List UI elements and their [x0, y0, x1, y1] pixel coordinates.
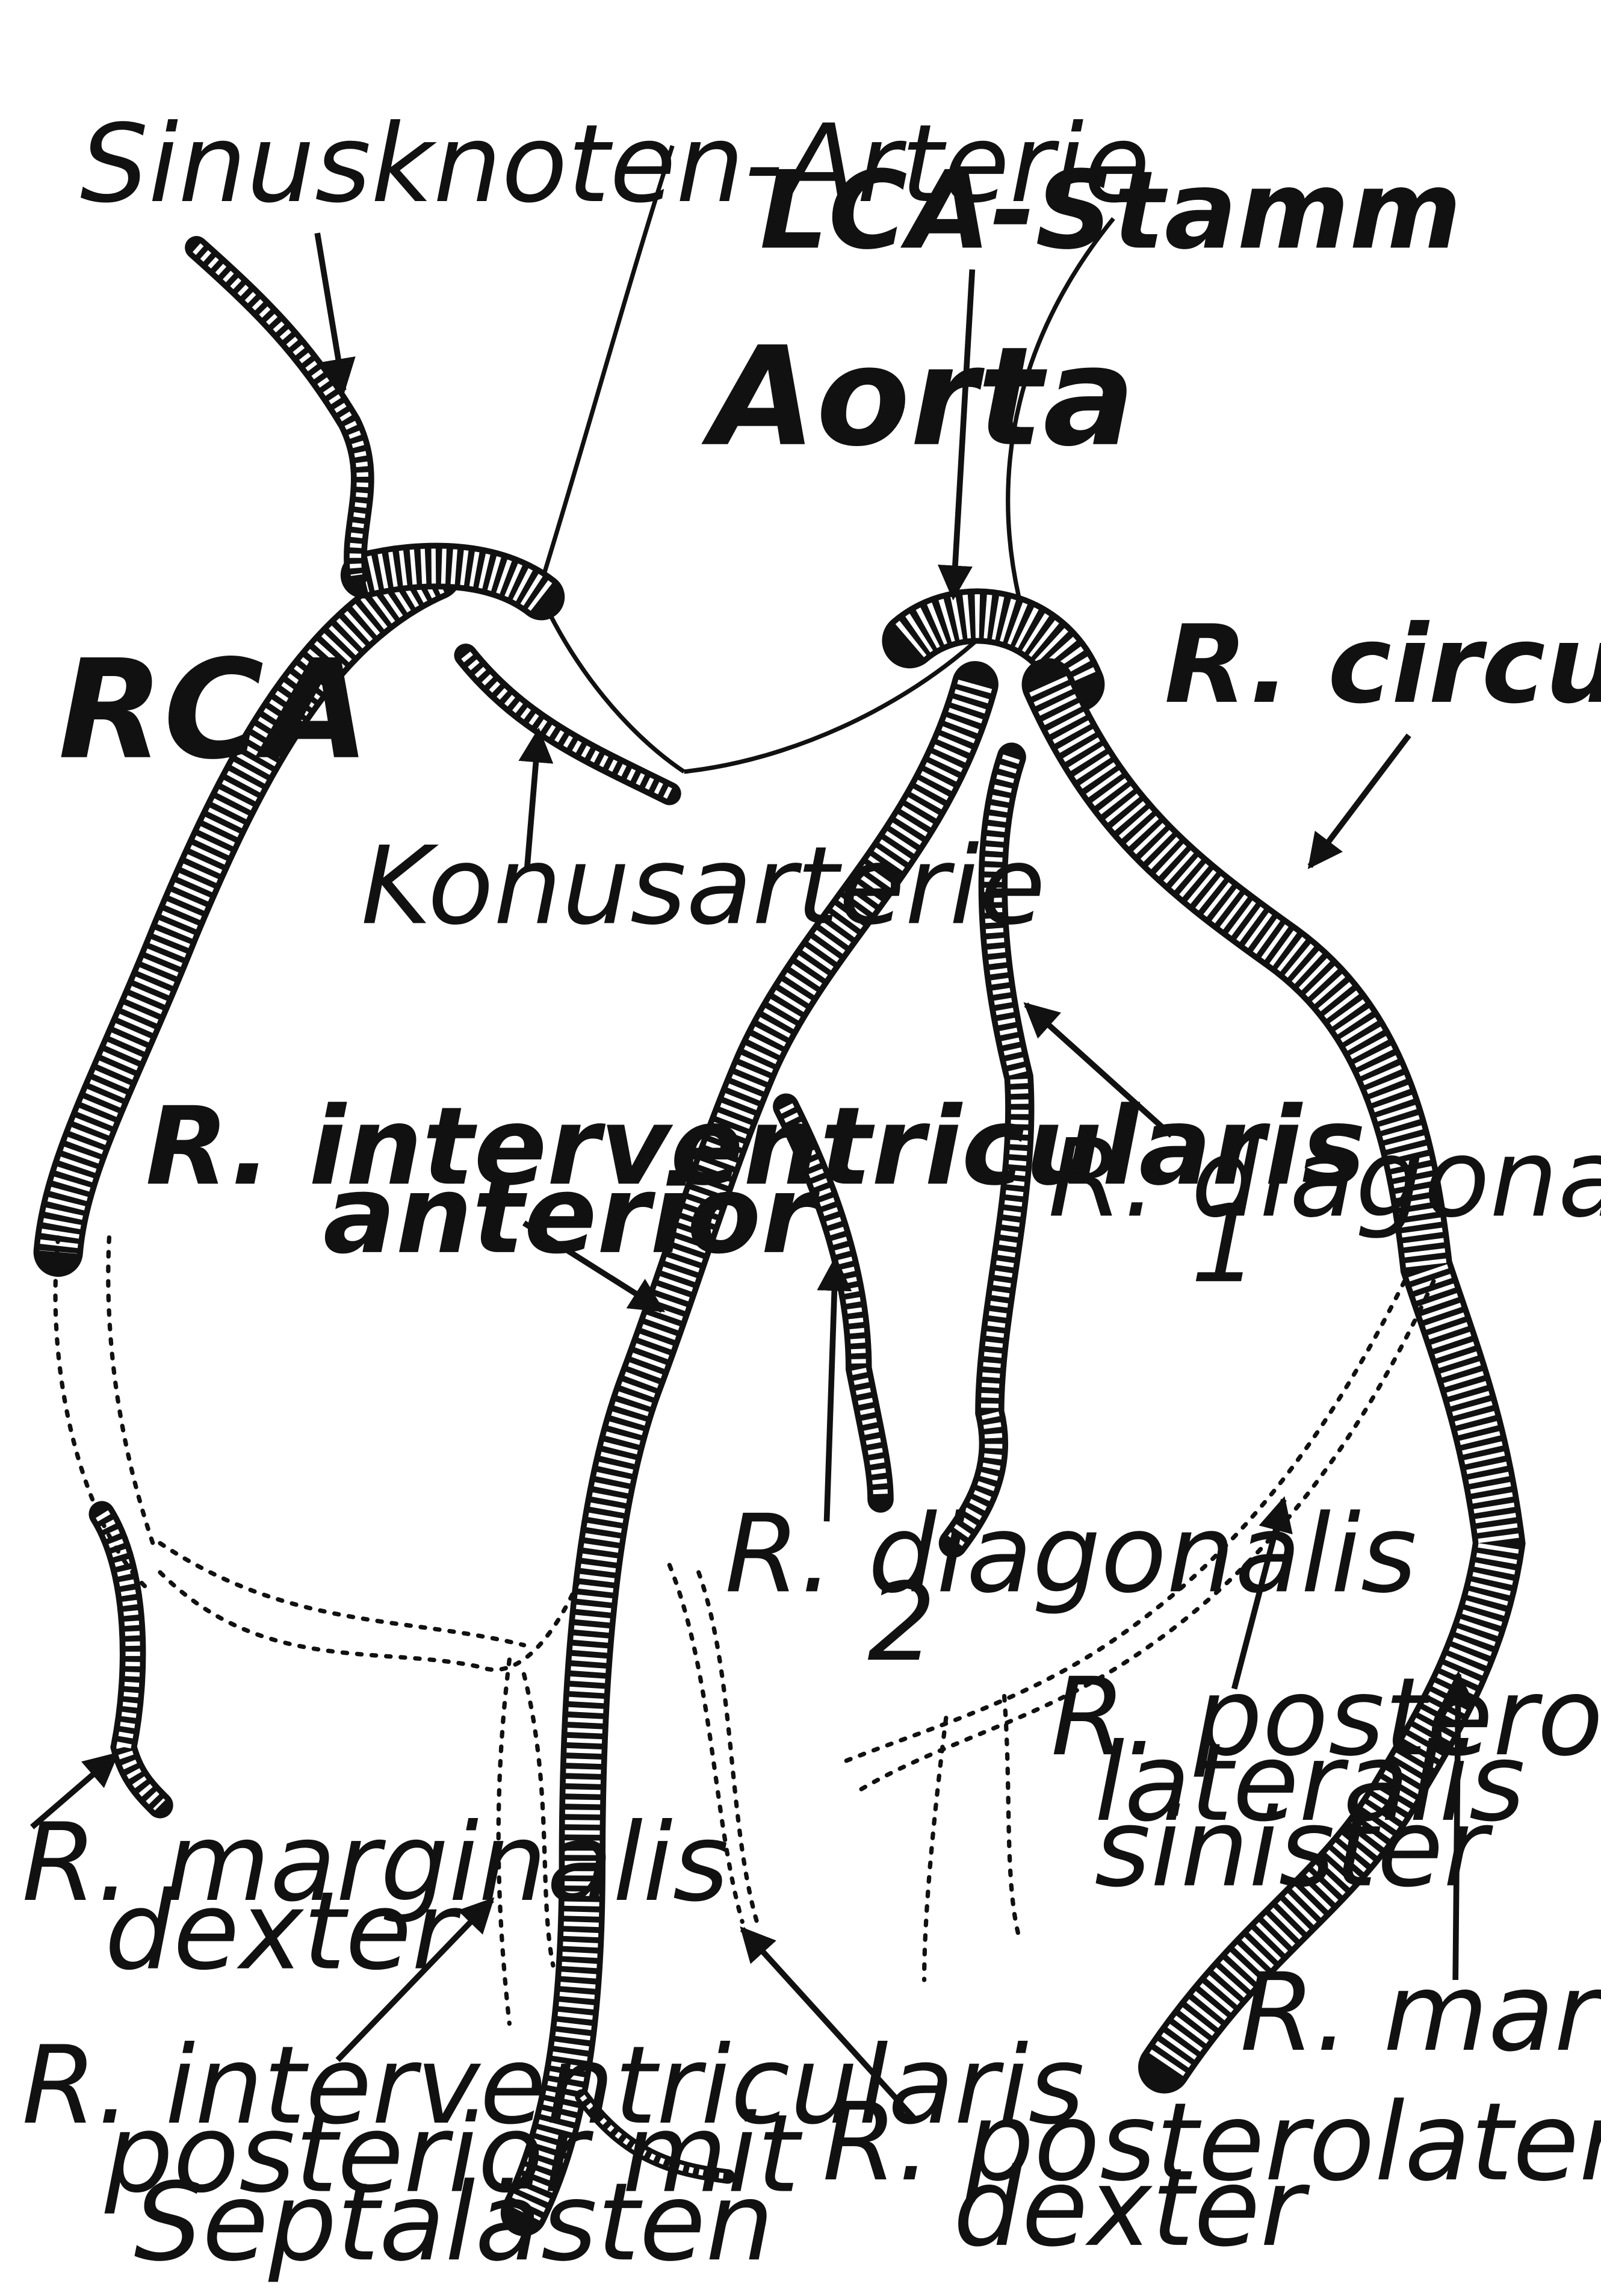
label-konusarterie: Konusarterie	[361, 824, 1045, 949]
vessel-riva-ribs	[508, 680, 992, 2221]
vessel-circumflexus-ribs	[1029, 676, 1520, 2079]
arrow-rmd	[30, 1752, 119, 1829]
vessel-diag1-ribs	[946, 754, 1029, 1549]
arrow-konusarterie	[518, 727, 554, 871]
vessel-konus	[454, 644, 681, 805]
arrow-marginalis	[1440, 1671, 1476, 1981]
vessel-diag2-ribs	[779, 1103, 888, 1500]
labels: Sinusknoten-Arterie LCA-Stamm Aorta RCA …	[22, 102, 1601, 2285]
label-diag1-1: R. diagonalis	[1048, 1116, 1601, 1241]
label-rpld-1: R. posterolaterlis	[822, 2080, 1601, 2205]
label-rpls-2: lateralis	[1094, 1720, 1525, 1846]
vessels	[33, 236, 1526, 2236]
arrow-rpls	[1231, 1496, 1293, 1690]
vessel-rca-root-ribs	[359, 548, 553, 612]
vessel-rca-distal-ribs	[95, 1510, 166, 1811]
label-r-marginalis: R. marginalis	[1240, 1950, 1601, 2076]
arrow-sinusknoten	[314, 232, 356, 394]
label-r-circumflexus: R. circumflexus	[1165, 603, 1601, 728]
pointer-arrows	[30, 232, 1476, 2120]
label-rpls-3: sinister	[1094, 1786, 1493, 1911]
label-diag2-1: R. diagonalis	[725, 1492, 1417, 1617]
arrow-circumflexus	[1307, 733, 1411, 869]
arrow-diag1	[1023, 1002, 1174, 1138]
label-rpld-2: dexter	[953, 2146, 1310, 2271]
label-rca: RCA	[58, 630, 370, 790]
label-diag2-2: 2	[867, 1560, 936, 1686]
label-rmd-2: dexter	[105, 1869, 462, 1994]
label-diag1-2: 1	[1191, 1182, 1259, 1307]
arrow-rivp	[335, 1897, 495, 2062]
label-rpls-1: R. postero-	[1051, 1655, 1601, 1780]
vessel-konus-ribs	[461, 651, 672, 799]
label-lca-stamm: LCA-Stamm	[760, 148, 1461, 273]
arrow-lca-stamm	[937, 269, 976, 601]
vessel-rca-ribs	[39, 557, 445, 1254]
vessel-lca-stamm	[882, 588, 1105, 712]
vessel-sinusknoten-ribs	[193, 243, 369, 576]
dotted-vessels	[53, 1235, 1436, 2026]
arrow-riva	[522, 1220, 666, 1313]
arrow-diag2	[817, 1256, 852, 1522]
vessel-riva-fork	[575, 2089, 735, 2184]
arrow-rpld	[740, 1926, 917, 2120]
label-riva-1: R. interventricularis	[146, 1084, 1366, 1209]
label-rivp-2: posterior mit	[104, 2092, 803, 2217]
label-rivp-3: Septalästen	[134, 2160, 773, 2285]
label-sinusknoten: Sinusknoten-Arterie	[80, 102, 1150, 227]
label-riva-2: anterior	[323, 1153, 820, 1278]
label-rmd-1: R. marginalis	[22, 1801, 729, 1926]
label-aorta: Aorta	[701, 317, 1135, 477]
label-rivp-1: R. interventricularis	[22, 2023, 1085, 2149]
